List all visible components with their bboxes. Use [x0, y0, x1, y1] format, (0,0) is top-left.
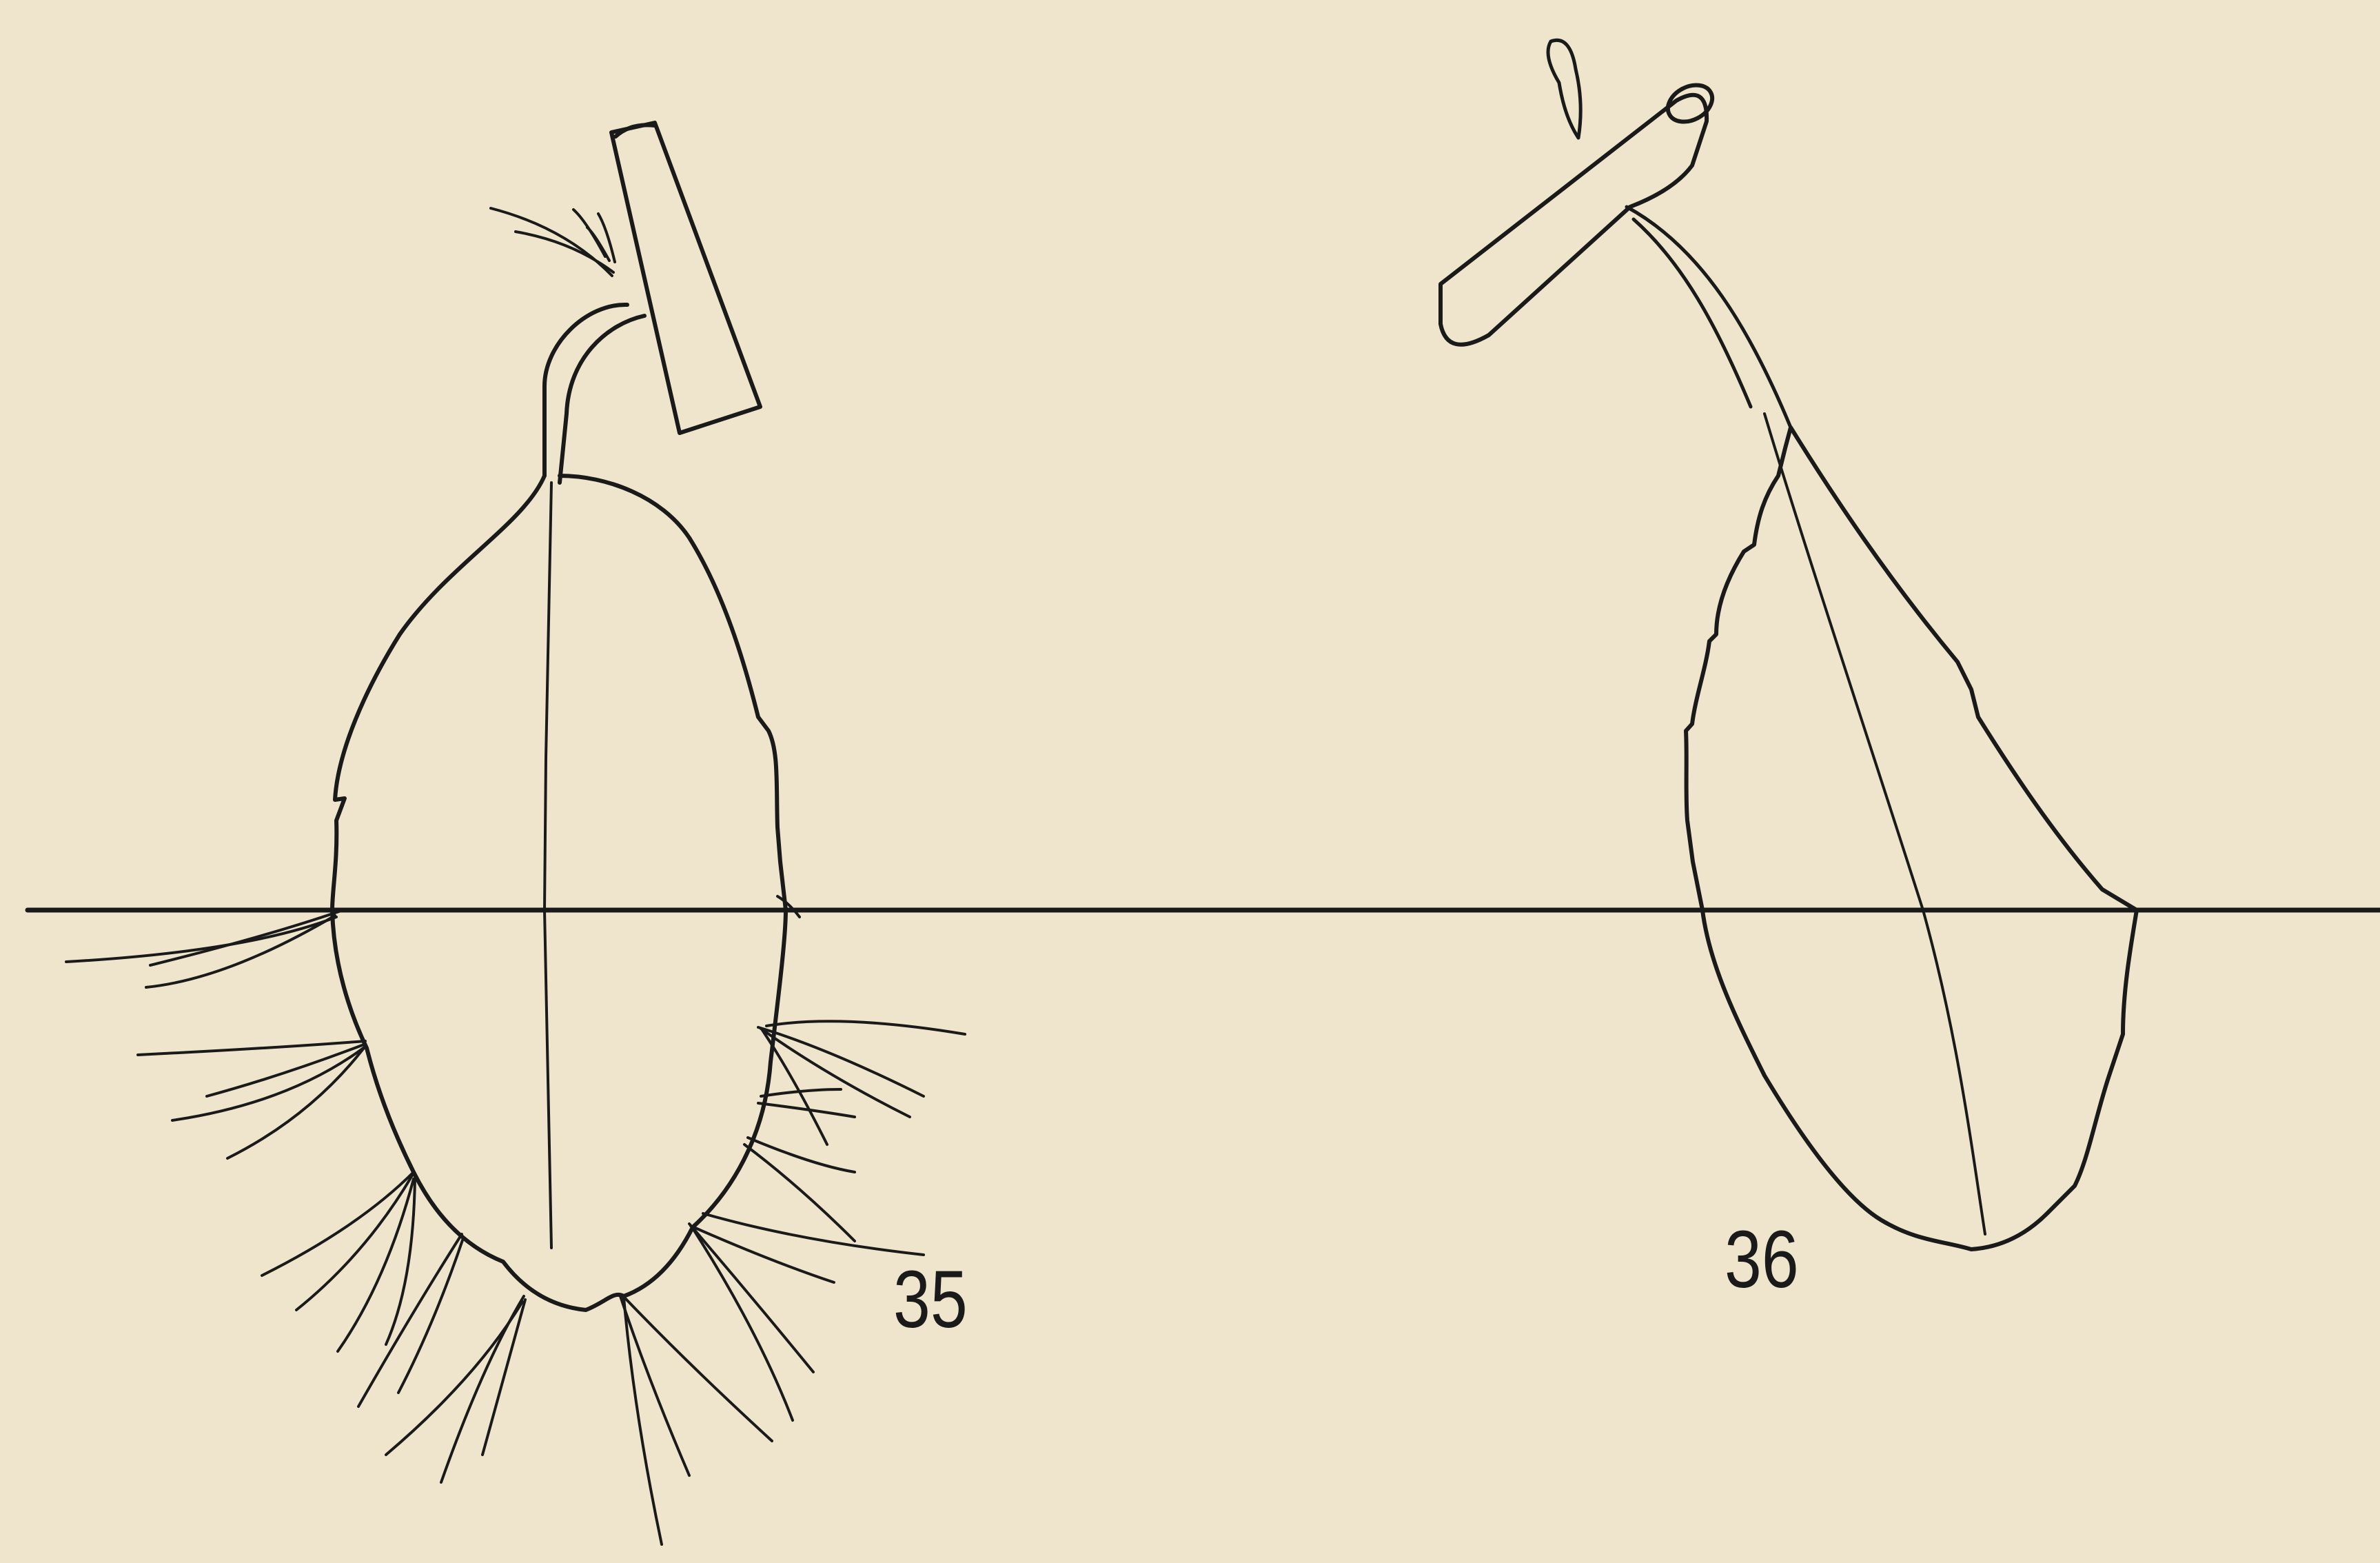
midrib — [545, 483, 551, 1248]
bud — [1548, 40, 1580, 138]
leaf-blade — [1686, 427, 2137, 1249]
midrib — [1764, 414, 1985, 1234]
bud-tuft — [491, 208, 615, 276]
figure-36-drawing — [1441, 40, 2137, 1249]
stem-piece — [611, 123, 760, 433]
petiole — [545, 305, 644, 483]
figure-35-drawing — [66, 123, 965, 1544]
figure-35-label: 35 — [893, 1259, 968, 1340]
figure-36-label: 36 — [1725, 1219, 1799, 1300]
adventitious-roots — [66, 896, 965, 1544]
petiole — [1627, 207, 1791, 427]
